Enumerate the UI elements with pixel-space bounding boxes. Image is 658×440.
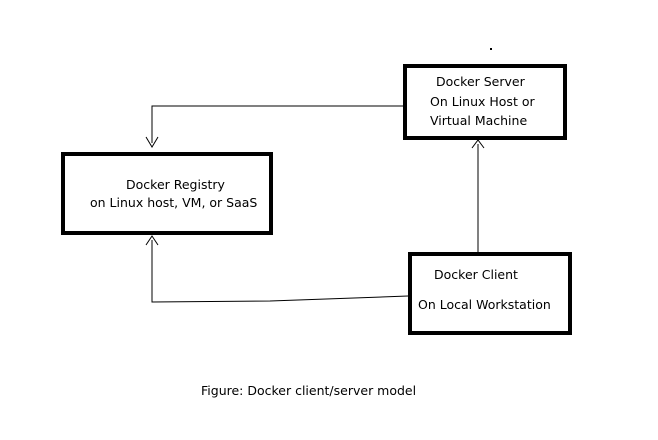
connector-client-to-registry (145, 235, 409, 303)
server-line-1: On Linux Host or (430, 94, 535, 109)
arrowhead-up-icon (471, 139, 485, 149)
client-title: Docker Client (434, 267, 518, 282)
docker-registry-box: Docker Registry on Linux host, VM, or Sa… (61, 152, 273, 235)
connector-server-to-registry (145, 105, 403, 148)
stray-dot (490, 48, 492, 50)
docker-server-box: Docker Server On Linux Host or Virtual M… (403, 64, 567, 140)
client-subtitle: On Local Workstation (418, 297, 551, 312)
registry-title: Docker Registry (126, 177, 225, 192)
arrowhead-up-icon (145, 235, 159, 246)
figure-caption: Figure: Docker client/server model (201, 383, 417, 398)
server-title: Docker Server (436, 74, 525, 89)
arrowhead-down-icon (145, 136, 159, 148)
docker-client-box: Docker Client On Local Workstation (408, 252, 572, 335)
registry-subtitle: on Linux host, VM, or SaaS (90, 195, 258, 210)
server-line-2: Virtual Machine (430, 113, 528, 128)
connector-client-to-server (471, 139, 485, 252)
